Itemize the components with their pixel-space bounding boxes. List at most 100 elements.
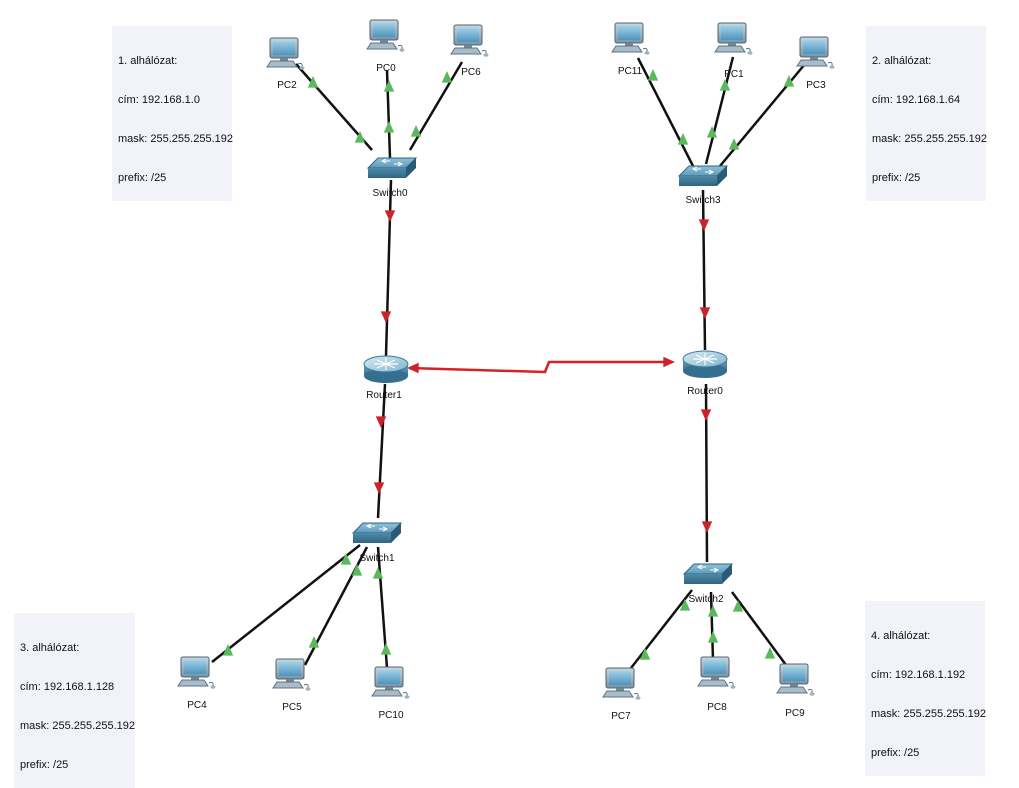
link-Router0-Switch2[interactable]: [700, 383, 713, 563]
switch-switch3[interactable]: Switch3: [677, 165, 729, 206]
subnet-note-1-line: cím: 192.168.1.0: [118, 94, 200, 106]
switch-switch2[interactable]: Switch2: [682, 563, 734, 605]
link-status-up-icon: [383, 121, 395, 133]
link-Router1-Switch1[interactable]: [373, 383, 387, 519]
switch-side: [722, 564, 732, 584]
switch-arrows-icon: [696, 564, 720, 573]
pc-screen: [704, 660, 726, 674]
link-line: [408, 61, 464, 151]
pc-mouse: [299, 66, 305, 70]
pc-pc7[interactable]: PC7: [602, 667, 641, 722]
link-status-down-icon: [407, 362, 419, 374]
link-Switch2-PC8[interactable]: [707, 591, 719, 661]
link-PC3-Switch3[interactable]: [719, 63, 806, 167]
link-line: [709, 591, 715, 661]
subnet-note-4-line: prefix: /25: [871, 747, 920, 759]
subnet-note-4[interactable]: 4. alhálózat: cím: 192.168.1.192 mask: 2…: [865, 601, 986, 776]
router-base: [364, 369, 408, 383]
router-arrows-icon: [693, 353, 717, 365]
switch-switch1[interactable]: Switch1: [351, 522, 403, 564]
pc-keyboard: [371, 689, 403, 697]
link-Switch1-PC4[interactable]: [211, 544, 361, 663]
link-status-up-icon: [679, 599, 691, 611]
pc-screen: [618, 26, 640, 40]
subnet-note-4-line: cím: 192.168.1.192: [871, 669, 966, 681]
subnet-note-3-line: prefix: /25: [20, 759, 69, 771]
pc-pc3[interactable]: PC3: [796, 36, 835, 91]
subnet-note-3[interactable]: 3. alhálózat: cím: 192.168.1.128 mask: 2…: [14, 613, 135, 788]
subnet-note-1-line: mask: 255.255.255.192: [118, 133, 233, 145]
device-label: Switch2: [688, 594, 723, 605]
pc-mouse: [210, 685, 216, 689]
pc-pc8[interactable]: PC8: [697, 656, 736, 713]
link-PC2-Switch0[interactable]: [295, 63, 373, 151]
switch-front: [368, 168, 406, 178]
pc-pc4[interactable]: PC4: [177, 656, 216, 711]
router-router0[interactable]: Router0: [682, 350, 728, 397]
pc-stand: [380, 40, 388, 43]
link-status-up-icon: [410, 125, 422, 137]
link-status-down-icon: [698, 219, 710, 231]
subnet-note-2[interactable]: 2. alhálózat: cím: 192.168.1.64 mask: 25…: [866, 26, 987, 201]
link-PC1-Switch3[interactable]: [704, 56, 735, 165]
device-label: PC3: [806, 80, 826, 91]
device-label: PC4: [187, 700, 207, 711]
pc-screen: [609, 671, 631, 685]
pc-mouse: [747, 51, 753, 55]
link-Router1-Router0[interactable]: [407, 356, 675, 374]
link-Switch3-Router0[interactable]: [698, 189, 711, 351]
device-label: Router0: [687, 386, 723, 397]
link-Switch2-PC9[interactable]: [730, 591, 788, 666]
link-Switch1-PC5[interactable]: [303, 546, 369, 666]
pc-pc10[interactable]: PC10: [371, 666, 410, 721]
switch-switch0[interactable]: Switch0: [366, 157, 418, 199]
pc-screen: [273, 41, 295, 55]
link-status-down-icon: [700, 409, 712, 421]
pc-stand: [616, 688, 624, 691]
pc-mouse: [483, 53, 489, 57]
pc-screen: [803, 40, 825, 54]
device-label: PC5: [282, 702, 302, 713]
link-Switch0-Router1[interactable]: [380, 179, 396, 357]
link-Switch2-PC7[interactable]: [630, 589, 693, 669]
pc-pc2[interactable]: PC2: [266, 37, 305, 91]
pc-screen: [279, 662, 301, 676]
link-status-up-icon: [383, 80, 395, 92]
serial-link-line: [408, 360, 672, 374]
pc-mouse: [829, 65, 835, 69]
device-label: PC8: [707, 702, 727, 713]
link-Switch1-PC10[interactable]: [372, 546, 392, 669]
pc-pc9[interactable]: PC9: [776, 663, 815, 719]
pc-mouse: [635, 696, 641, 700]
switch-side: [717, 166, 727, 186]
link-status-up-icon: [764, 647, 776, 659]
link-PC6-Switch0[interactable]: [408, 61, 464, 151]
router-router1[interactable]: Router1: [363, 355, 409, 401]
pc-keyboard: [611, 45, 643, 53]
link-line: [211, 544, 361, 663]
link-status-up-icon: [707, 631, 719, 643]
subnet-note-1-line: 1. alhálózat:: [118, 55, 178, 67]
link-status-up-icon: [372, 567, 384, 579]
device-label: PC2: [277, 80, 297, 91]
link-PC0-Switch0[interactable]: [383, 69, 395, 159]
pc-pc5[interactable]: PC5: [272, 658, 311, 713]
link-PC11-Switch3[interactable]: [636, 57, 695, 167]
link-line: [376, 383, 387, 519]
link-status-down-icon: [380, 311, 392, 323]
pc-keyboard: [272, 681, 304, 689]
pc-pc0[interactable]: PC0: [366, 19, 405, 74]
pc-screen: [721, 26, 743, 40]
pc-pc6[interactable]: PC6: [450, 24, 489, 78]
pc-pc11[interactable]: PC11: [611, 22, 650, 77]
pc-mouse: [644, 51, 650, 55]
pc-pc1[interactable]: PC1: [714, 22, 753, 80]
subnet-note-2-line: cím: 192.168.1.64: [872, 94, 961, 106]
switch-front: [353, 533, 391, 543]
link-status-up-icon: [732, 600, 744, 612]
pc-keyboard: [714, 45, 746, 53]
subnet-note-1[interactable]: 1. alhálózat: cím: 192.168.1.0 mask: 255…: [112, 26, 233, 201]
link-line: [730, 591, 788, 666]
